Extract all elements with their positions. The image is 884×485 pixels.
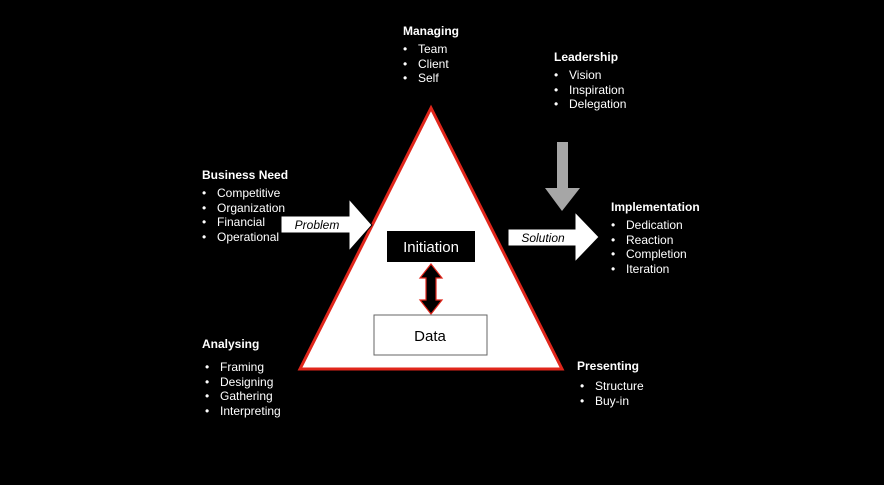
list-item: Structure bbox=[580, 379, 644, 394]
list-item: Designing bbox=[205, 375, 281, 390]
leadership-down-arrow bbox=[545, 142, 580, 211]
leadership-list: Vision Inspiration Delegation bbox=[554, 68, 626, 112]
list-item: Competitive bbox=[202, 186, 288, 201]
leadership-block: Leadership Vision Inspiration Delegation bbox=[554, 50, 626, 112]
implementation-block: Implementation Dedication Reaction Compl… bbox=[611, 200, 700, 276]
analysing-list: Framing Designing Gathering Interpreting bbox=[205, 360, 281, 418]
analysing-block: Analysing Framing Designing Gathering In… bbox=[202, 337, 281, 418]
list-item: Team bbox=[403, 42, 459, 57]
implementation-list: Dedication Reaction Completion Iteration bbox=[611, 218, 700, 276]
business-need-block: Business Need Competitive Organization F… bbox=[202, 168, 288, 244]
list-item: Operational bbox=[202, 230, 288, 245]
presenting-block: Presenting Structure Buy-in bbox=[577, 359, 644, 408]
list-item: Organization bbox=[202, 201, 288, 216]
list-item: Completion bbox=[611, 247, 700, 262]
list-item: Interpreting bbox=[205, 404, 281, 419]
list-item: Reaction bbox=[611, 233, 700, 248]
analysing-title: Analysing bbox=[202, 337, 260, 351]
problem-arrow: Problem bbox=[280, 197, 373, 253]
list-item: Client bbox=[403, 57, 459, 72]
data-box: Data bbox=[373, 314, 488, 356]
data-label: Data bbox=[414, 328, 446, 345]
list-item: Iteration bbox=[611, 262, 700, 277]
list-item: Framing bbox=[205, 360, 281, 375]
solution-arrow: Solution bbox=[507, 210, 600, 264]
list-item: Buy-in bbox=[580, 394, 644, 409]
initiation-label: Initiation bbox=[403, 239, 459, 256]
implementation-title: Implementation bbox=[611, 200, 700, 214]
double-arrow-icon bbox=[418, 263, 444, 315]
managing-block: Managing Team Client Self bbox=[403, 24, 459, 86]
list-item: Inspiration bbox=[554, 83, 626, 98]
problem-label: Problem bbox=[295, 218, 340, 232]
leadership-title: Leadership bbox=[554, 50, 619, 64]
managing-list: Team Client Self bbox=[403, 42, 459, 86]
list-item: Financial bbox=[202, 215, 288, 230]
list-item: Dedication bbox=[611, 218, 700, 233]
list-item: Self bbox=[403, 71, 459, 86]
list-item: Vision bbox=[554, 68, 626, 83]
presenting-title: Presenting bbox=[577, 359, 640, 373]
list-item: Delegation bbox=[554, 97, 626, 112]
business-need-list: Competitive Organization Financial Opera… bbox=[202, 186, 288, 244]
business-need-title: Business Need bbox=[202, 168, 289, 182]
solution-label: Solution bbox=[521, 231, 565, 245]
list-item: Gathering bbox=[205, 389, 281, 404]
presenting-list: Structure Buy-in bbox=[580, 379, 644, 408]
managing-title: Managing bbox=[403, 24, 459, 38]
initiation-box: Initiation bbox=[387, 231, 475, 262]
